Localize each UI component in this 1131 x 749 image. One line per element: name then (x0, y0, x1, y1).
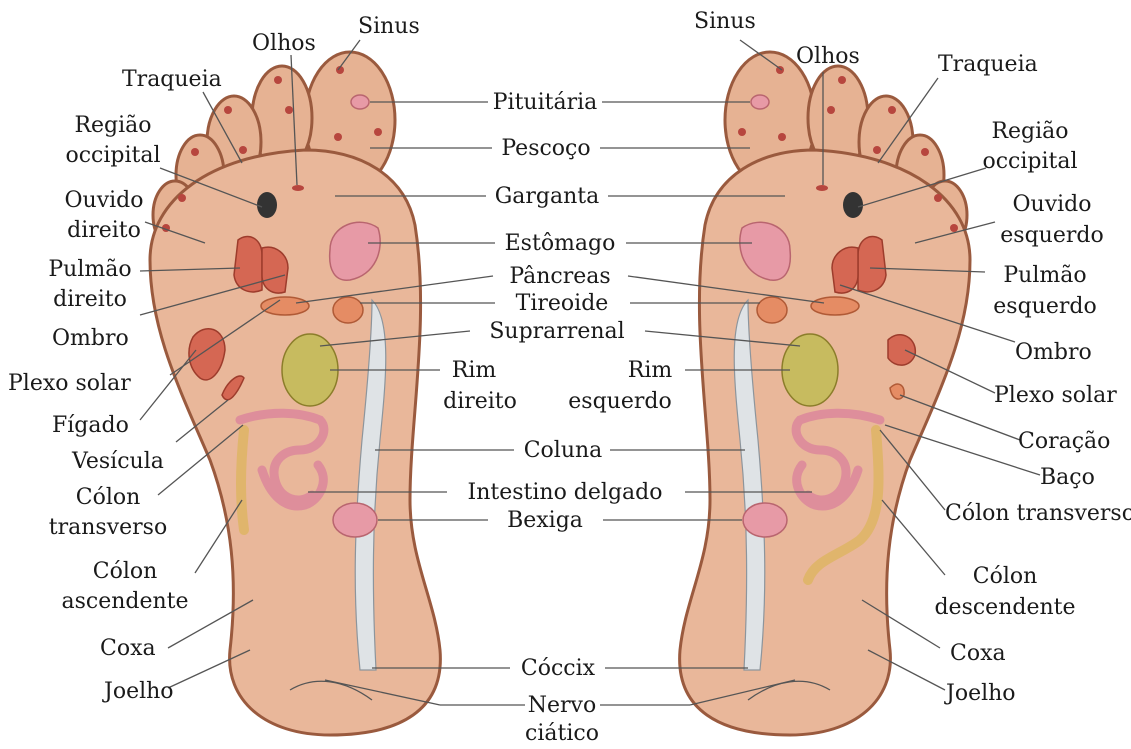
right-foot-toe-dot (873, 146, 881, 154)
label-pituitaria: Pituitária (493, 90, 598, 115)
label-coluna: Coluna (524, 438, 603, 463)
label-ouvido-direito-2: direito (67, 218, 141, 243)
label-joelho-right: Joelho (944, 681, 1016, 706)
label-estomago: Estômago (505, 231, 616, 256)
label-pulmao-esquerdo-2: esquerdo (993, 294, 1096, 319)
label-pancreas: Pâncreas (509, 264, 610, 289)
label-coccix: Cóccix (521, 656, 596, 681)
label-olhos-right: Olhos (796, 44, 860, 69)
label-pescoco: Pescoço (501, 136, 590, 161)
label-sinus-right: Sinus (694, 9, 756, 34)
label-regiao-occipital-right-2: occipital (982, 149, 1077, 174)
right-foot-thyroid (757, 297, 787, 323)
label-olhos-left: Olhos (252, 31, 316, 56)
right-foot-toe-dot (838, 76, 846, 84)
left-foot-toe-dot (334, 133, 342, 141)
label-garganta: Garganta (495, 184, 600, 209)
right-foot-pituitary-spot (751, 95, 769, 109)
label-colon-ascendente-1: Cólon (93, 559, 158, 584)
label-ombro-left: Ombro (52, 326, 129, 351)
label-ouvido-esquerdo-2: esquerdo (1000, 223, 1103, 248)
label-colon-descendente-2: descendente (934, 595, 1075, 620)
label-coracao: Coração (1018, 429, 1110, 454)
right-foot-lung (858, 236, 886, 291)
label-nervo-ciatico-2: ciático (525, 721, 599, 746)
label-intestino-delgado: Intestino delgado (468, 480, 663, 505)
label-ombro-right: Ombro (1015, 340, 1092, 365)
left-foot-occipital-spot (257, 192, 277, 218)
right-foot (680, 52, 970, 735)
label-rim-esquerdo-1: Rim (628, 358, 673, 383)
label-colon-transverso-left-2: transverso (49, 515, 167, 540)
label-rim-esquerdo-2: esquerdo (568, 389, 671, 414)
label-colon-transverso-right: Cólon transverso (945, 501, 1131, 526)
left-foot-toe-dot (178, 194, 186, 202)
right-foot-toe-dot (888, 106, 896, 114)
left-foot-toe-dot (191, 148, 199, 156)
left-foot-thyroid (333, 297, 363, 323)
right-foot-toe-dot (827, 106, 835, 114)
label-coxa-left: Coxa (100, 636, 156, 661)
label-regiao-occipital-left-2: occipital (65, 143, 160, 168)
label-bexiga: Bexiga (507, 508, 583, 533)
label-traqueia-right: Traqueia (938, 52, 1038, 77)
label-plexo-solar-left: Plexo solar (8, 371, 131, 396)
right-foot-toe-dot (921, 148, 929, 156)
label-rim-direito-2: direito (443, 389, 517, 414)
left-foot-toe-dot (239, 146, 247, 154)
label-vesicula: Vesícula (71, 449, 164, 474)
label-tireoide: Tireoide (516, 291, 609, 316)
left-foot-pancreas (261, 297, 309, 315)
left-foot-bladder (333, 503, 377, 537)
right-foot-pancreas (811, 297, 859, 315)
right-foot-toe-dot (934, 194, 942, 202)
left-foot-lung (234, 236, 262, 291)
center-labels: Pituitária Pescoço Garganta Estômago Pân… (443, 90, 672, 746)
left-foot-toe-dot (374, 128, 382, 136)
right-foot-toe-dot (950, 224, 958, 232)
label-coxa-right: Coxa (950, 641, 1006, 666)
label-pulmao-direito-1: Pulmão (48, 257, 131, 282)
label-figado: Fígado (52, 413, 129, 438)
left-foot-ascending-colon (241, 430, 244, 530)
label-colon-ascendente-2: ascendente (61, 589, 188, 614)
left-foot-toe-dot (274, 76, 282, 84)
label-rim-direito-1: Rim (452, 358, 497, 383)
label-plexo-solar-right: Plexo solar (994, 383, 1117, 408)
label-nervo-ciatico-1: Nervo (528, 693, 596, 718)
label-ouvido-direito-1: Ouvido (65, 188, 144, 213)
label-ouvido-esquerdo-1: Ouvido (1013, 192, 1092, 217)
label-regiao-occipital-right-1: Região (991, 119, 1068, 144)
label-colon-descendente-1: Cólon (973, 564, 1038, 589)
label-joelho-left: Joelho (102, 679, 174, 704)
right-foot-eye-spot (816, 185, 828, 191)
left-foot-sole (150, 150, 440, 735)
left-foot-toe-dot (224, 106, 232, 114)
right-foot-bladder (743, 503, 787, 537)
left-foot-pituitary-spot (351, 95, 369, 109)
right-foot-toe-dot (738, 128, 746, 136)
left-foot-toe-dot (285, 106, 293, 114)
right-foot-occipital-spot (843, 192, 863, 218)
label-pulmao-direito-2: direito (53, 287, 127, 312)
left-foot-eye-spot (292, 185, 304, 191)
label-sinus-left: Sinus (358, 14, 420, 39)
label-baco: Baço (1040, 465, 1095, 490)
label-traqueia-left: Traqueia (122, 67, 222, 92)
right-foot-toe-dot (778, 133, 786, 141)
right-foot-sole (680, 150, 970, 735)
label-pulmao-esquerdo-1: Pulmão (1003, 263, 1086, 288)
label-suprarrenal: Suprarrenal (489, 319, 624, 344)
label-colon-transverso-left-1: Cólon (76, 485, 141, 510)
label-regiao-occipital-left-1: Região (74, 113, 151, 138)
right-foot-heart (888, 335, 915, 365)
